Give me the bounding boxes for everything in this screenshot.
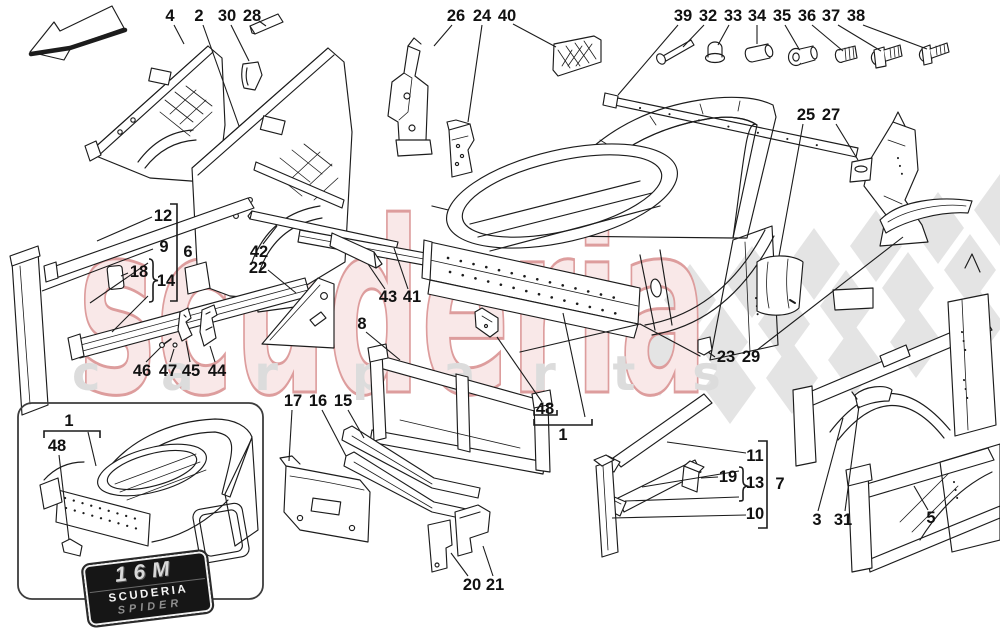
direction-arrow-icon bbox=[28, 5, 128, 61]
part-17-bulkhead bbox=[279, 455, 371, 543]
leader-line-3 bbox=[817, 417, 844, 512]
leader-line-24 bbox=[467, 24, 483, 123]
leader-line-22 bbox=[267, 269, 297, 294]
leader-line-43 bbox=[367, 263, 386, 290]
watermark-tagline-left: c a r bbox=[72, 346, 300, 402]
leader-line-35 bbox=[784, 24, 800, 50]
leader-line-14 bbox=[111, 295, 149, 333]
leader-line-40 bbox=[512, 23, 557, 48]
part-30-bracket bbox=[241, 61, 263, 91]
parts-diagram: scuderia c a r p a r t s bbox=[9, 5, 1000, 629]
part-45-bracket bbox=[177, 307, 193, 342]
inset-chassis-thumbnail bbox=[39, 418, 259, 564]
leader-line-46 bbox=[145, 346, 162, 363]
leader-line-37 bbox=[837, 24, 882, 52]
leader-line-29 bbox=[756, 236, 904, 351]
leader-line-13 bbox=[641, 470, 740, 488]
leader-line-1 bbox=[87, 431, 97, 467]
part-15-strip bbox=[341, 425, 481, 499]
leader-line-25 bbox=[778, 123, 804, 257]
fastener-33-nut bbox=[704, 41, 726, 64]
leader-line-10 bbox=[611, 514, 747, 519]
part-28-strip bbox=[249, 13, 284, 35]
leader-line-11 bbox=[666, 441, 747, 454]
part-20-bracket bbox=[427, 519, 453, 573]
leader-line-4 bbox=[173, 24, 185, 45]
leader-line-41 bbox=[393, 247, 409, 290]
fastener-37-flanged-bolt bbox=[870, 44, 903, 69]
leader-line-28 bbox=[258, 20, 267, 27]
leader-line-48 bbox=[496, 336, 543, 403]
leader-line-39 bbox=[617, 24, 679, 96]
leader-line-32 bbox=[682, 24, 705, 48]
part-42-rail bbox=[247, 161, 399, 251]
leader-line-23 bbox=[707, 351, 716, 358]
leader-line-20 bbox=[450, 552, 469, 577]
leader-line-31 bbox=[844, 405, 860, 512]
part-25-panel bbox=[756, 255, 804, 316]
inset-box bbox=[17, 402, 264, 600]
leader-line-19 bbox=[700, 476, 719, 479]
leader-line-8 bbox=[365, 331, 401, 361]
leader-line-1 bbox=[562, 312, 586, 418]
leader-line-26 bbox=[433, 24, 453, 47]
fastener-35-grommet bbox=[787, 45, 818, 67]
main-chassis-assembly bbox=[421, 96, 779, 361]
leader-line-27 bbox=[835, 123, 859, 161]
part-8-subframe bbox=[367, 343, 553, 475]
part-drawings bbox=[9, 5, 1000, 600]
part-9-post bbox=[9, 245, 49, 416]
group-brackets bbox=[43, 203, 768, 529]
part-24-bracket bbox=[446, 119, 475, 178]
leader-line-12 bbox=[96, 216, 153, 242]
leader-line-30 bbox=[230, 24, 250, 62]
leader-line-16 bbox=[321, 409, 347, 457]
leader-line-17 bbox=[288, 409, 293, 462]
part-21-bracket bbox=[454, 504, 491, 557]
leader-line-15 bbox=[347, 409, 365, 439]
part-3-frame bbox=[792, 253, 997, 467]
part-4-front-frame bbox=[84, 45, 226, 184]
part-29-strip bbox=[879, 198, 973, 234]
fastener-34-sleeve bbox=[744, 43, 774, 63]
leader-line-33 bbox=[717, 24, 730, 46]
leader-line-5 bbox=[913, 485, 929, 511]
leader-line-9 bbox=[41, 248, 154, 292]
leader-line-13 bbox=[624, 496, 740, 502]
part-14-rail bbox=[67, 277, 311, 361]
part-47-rivet bbox=[172, 342, 178, 348]
leader-line-42 bbox=[262, 225, 278, 245]
leader-lines bbox=[41, 20, 929, 577]
leader-line-18 bbox=[120, 272, 129, 277]
diagram-canvas: scuderia c a r p a r t s bbox=[9, 5, 1000, 600]
part-19-block bbox=[681, 460, 705, 493]
leader-line-38 bbox=[862, 24, 928, 50]
fastener-32-rivet bbox=[656, 39, 695, 65]
part-26-pillar bbox=[387, 37, 433, 157]
part-40-pad bbox=[552, 35, 602, 77]
model-badge: 16M SCUDERIA SPIDER bbox=[80, 548, 216, 633]
part-22-gusset bbox=[261, 277, 335, 349]
fastener-38-screw bbox=[918, 42, 950, 66]
part-46-screw bbox=[159, 338, 172, 348]
leader-line-14 bbox=[89, 262, 149, 304]
part-43-wedge bbox=[329, 232, 383, 269]
part-18-pad bbox=[106, 264, 125, 290]
leader-line-47 bbox=[169, 348, 175, 363]
leader-line-44 bbox=[209, 345, 216, 363]
leader-line-21 bbox=[482, 545, 494, 577]
leader-line-45 bbox=[185, 340, 191, 363]
part-31-blade bbox=[851, 385, 893, 409]
leader-line-2 bbox=[202, 24, 240, 127]
part-44-bracket bbox=[199, 304, 218, 347]
fastener-36-bolt bbox=[834, 45, 858, 63]
leader-line-48 bbox=[58, 454, 70, 541]
part-5-frame bbox=[845, 443, 1000, 573]
leader-line-36 bbox=[811, 24, 844, 52]
part-12-rail bbox=[43, 197, 255, 283]
part-10-post bbox=[593, 454, 619, 558]
